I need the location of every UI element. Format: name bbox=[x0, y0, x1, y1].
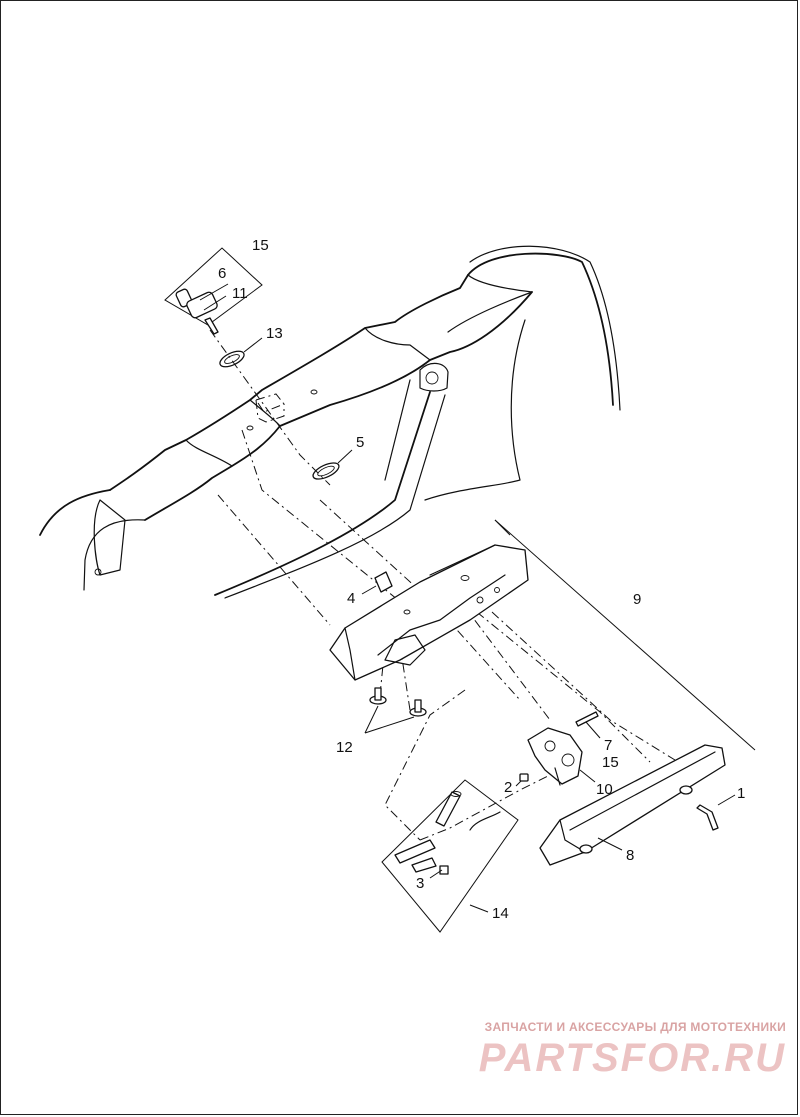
lock-cylinder-kit bbox=[164, 247, 263, 368]
o-ring-5 bbox=[312, 449, 353, 480]
nut-2 bbox=[515, 773, 529, 787]
callout-14: 14 bbox=[492, 905, 509, 922]
latch-housing-9 bbox=[329, 519, 756, 751]
callout-12: 12 bbox=[336, 739, 353, 756]
callout-15-mid: 15 bbox=[602, 754, 619, 771]
callout-13: 13 bbox=[266, 325, 283, 342]
pin-4 bbox=[361, 571, 393, 595]
watermark-tagline: ЗАПЧАСТИ И АКСЕССУАРЫ ДЛЯ МОТОТЕХНИКИ bbox=[484, 1020, 786, 1034]
callout-10: 10 bbox=[596, 781, 613, 798]
callout-1: 1 bbox=[737, 785, 745, 802]
callout-7: 7 bbox=[604, 737, 612, 754]
screw-1 bbox=[696, 794, 736, 831]
rail-8 bbox=[539, 744, 726, 866]
callout-8: 8 bbox=[626, 847, 634, 864]
screws-12 bbox=[364, 687, 427, 734]
callout-9: 9 bbox=[633, 591, 641, 608]
callout-5: 5 bbox=[356, 434, 364, 451]
callout-6: 6 bbox=[218, 265, 226, 282]
callout-3: 3 bbox=[416, 875, 424, 892]
fender-body bbox=[39, 245, 621, 599]
watermark-logo: PARTSFOR.RU bbox=[478, 1036, 786, 1080]
latch-mechanism-10 bbox=[527, 727, 596, 786]
link-kit-14 bbox=[381, 779, 519, 933]
callout-4: 4 bbox=[347, 590, 355, 607]
spring-7 bbox=[575, 711, 601, 739]
callout-15-top: 15 bbox=[252, 237, 269, 254]
callout-11: 11 bbox=[232, 285, 248, 302]
callout-2: 2 bbox=[504, 779, 512, 796]
watermark: ЗАПЧАСТИ И АКСЕССУАРЫ ДЛЯ МОТОТЕХНИКИ PA… bbox=[479, 1020, 786, 1081]
